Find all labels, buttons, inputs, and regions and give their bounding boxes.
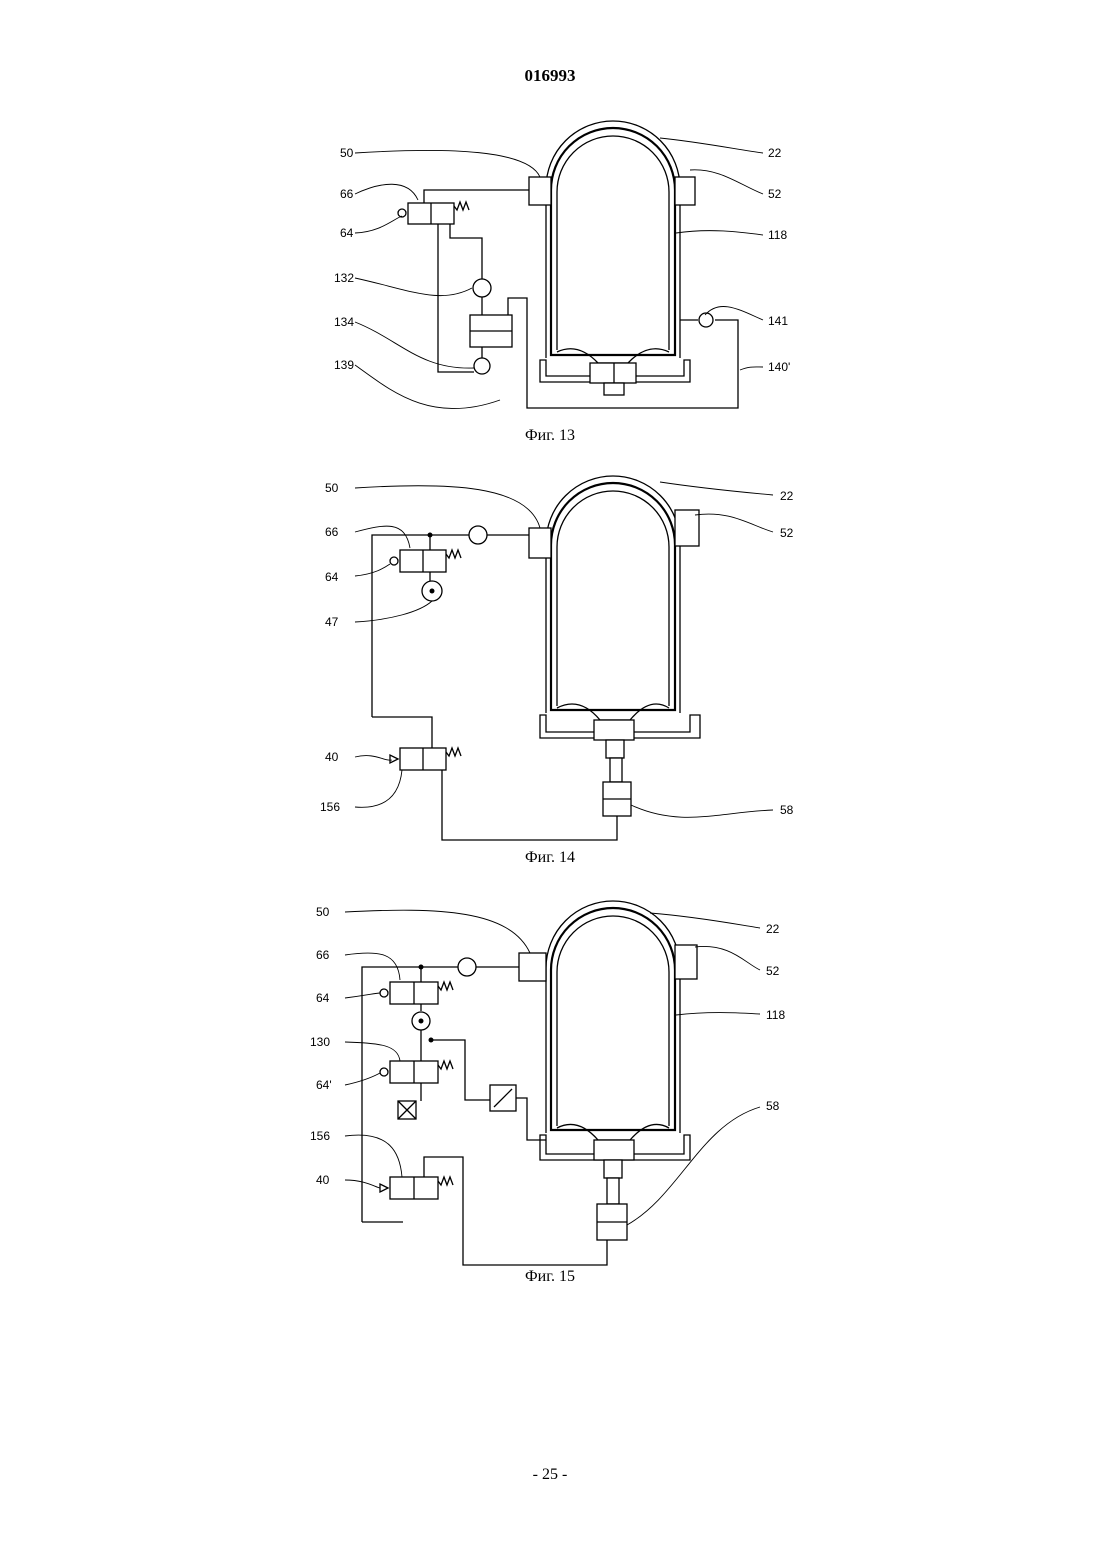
- pipe-line: [424, 190, 529, 203]
- port-50: [529, 528, 551, 558]
- figure-caption: Фиг. 13: [0, 427, 1100, 445]
- figure-13: 50 66 64 132 134 139 22 52 118 141 140' …: [0, 120, 1100, 450]
- label-52: 52: [780, 526, 794, 540]
- label-118: 118: [766, 1008, 785, 1022]
- port-52: [675, 945, 697, 979]
- label-58: 58: [766, 1099, 780, 1113]
- figure-15-drawing: 50 66 64 130 64' 156 40 22 52 118 58: [0, 895, 1100, 1290]
- figure-14: 50 66 64 47 40 156 22 52 58 Фиг. 14: [0, 470, 1100, 875]
- pipe-line: [442, 770, 617, 840]
- port-50: [519, 953, 546, 981]
- pressure-vessel: [540, 901, 690, 1240]
- label-66: 66: [340, 187, 354, 201]
- port-50: [529, 177, 551, 205]
- label-140: 140': [768, 360, 790, 374]
- label-50: 50: [325, 481, 339, 495]
- figure-13-drawing: 50 66 64 132 134 139 22 52 118 141 140': [0, 120, 1100, 450]
- pressure-gauge: [469, 526, 487, 544]
- document-number: 016993: [0, 66, 1100, 86]
- label-139: 139: [334, 358, 354, 372]
- port-52: [675, 510, 699, 546]
- label-141: 141: [768, 314, 788, 328]
- component-141: [699, 313, 713, 327]
- figure-caption: Фиг. 14: [0, 849, 1100, 867]
- component-139: [474, 358, 490, 374]
- port-52: [675, 177, 695, 205]
- label-47: 47: [325, 615, 339, 629]
- label-66: 66: [325, 525, 339, 539]
- label-132: 132: [334, 271, 354, 285]
- pipe-line: [438, 224, 474, 372]
- page-number: - 25 -: [0, 1466, 1100, 1484]
- label-40: 40: [316, 1173, 330, 1187]
- valve-66: [398, 202, 469, 224]
- figure-14-drawing: 50 66 64 47 40 156 22 52 58: [0, 470, 1100, 875]
- label-118: 118: [768, 228, 787, 242]
- pipe-line: [431, 1040, 490, 1100]
- pipe-line: [372, 535, 529, 717]
- label-22: 22: [766, 922, 780, 936]
- label-64: 64: [316, 991, 330, 1005]
- figure-caption: Фиг. 15: [0, 1268, 1100, 1286]
- label-52: 52: [768, 187, 782, 201]
- label-50: 50: [316, 905, 330, 919]
- pressure-vessel: [540, 121, 690, 395]
- label-64: 64: [325, 570, 339, 584]
- pipe-line: [372, 717, 432, 748]
- label-134: 134: [334, 315, 354, 329]
- pipe-line: [424, 1157, 607, 1265]
- figure-15: 50 66 64 130 64' 156 40 22 52 118 58 Фиг…: [0, 895, 1100, 1290]
- label-52: 52: [766, 964, 780, 978]
- pipe-line: [516, 1098, 546, 1140]
- valve-130: [380, 1061, 453, 1083]
- pipe-line: [450, 224, 482, 280]
- valve-156: [390, 748, 461, 770]
- pressure-gauge: [458, 958, 476, 976]
- label-66: 66: [316, 948, 330, 962]
- label-156: 156: [310, 1129, 330, 1143]
- label-58: 58: [780, 803, 794, 817]
- label-156: 156: [320, 800, 340, 814]
- label-22: 22: [768, 146, 782, 160]
- label-50: 50: [340, 146, 354, 160]
- component-132: [473, 279, 491, 297]
- label-64: 64: [340, 226, 354, 240]
- label-40: 40: [325, 750, 339, 764]
- label-64-prime: 64': [316, 1078, 332, 1092]
- label-130: 130: [310, 1035, 330, 1049]
- label-22: 22: [780, 489, 794, 503]
- valve-156: [380, 1177, 453, 1199]
- valve-66: [380, 982, 453, 1004]
- valve-66: [390, 550, 461, 572]
